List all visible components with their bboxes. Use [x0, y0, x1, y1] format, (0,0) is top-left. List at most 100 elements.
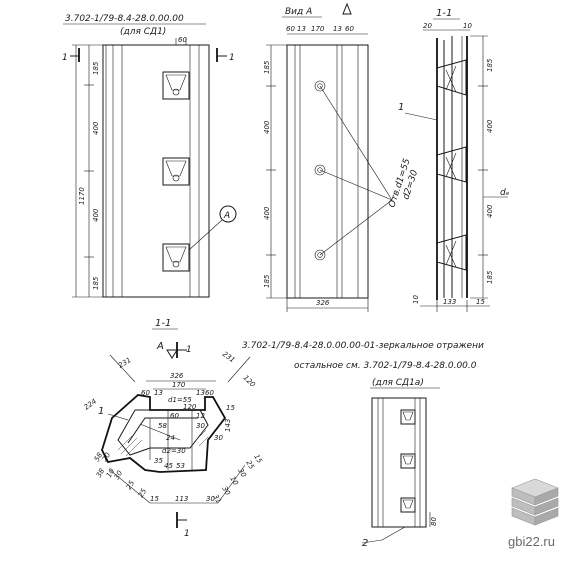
front-dim-60: 60 — [178, 36, 187, 44]
small-callout-2: 2 — [362, 538, 368, 549]
cs-dim-12: 12 — [196, 412, 205, 420]
section-side-title: 1-1 — [436, 8, 452, 19]
front-section-marker-left: 1 — [62, 48, 80, 63]
view-a-dim-185-top: 185 — [263, 60, 271, 74]
cs-dim-top-60b: 60 — [205, 389, 214, 397]
cs-dim-30b: 30 — [214, 434, 223, 442]
view-a: Вид А 60 13 170 13 60 Отв.d1=55 d2=30 — [263, 2, 420, 312]
view-a-dim-400-a: 400 — [263, 120, 271, 134]
small-mirror-view: 80 2 — [361, 397, 438, 549]
cs-mark-top-1: 1 — [186, 345, 192, 355]
view-a-hole-2 — [314, 164, 326, 176]
cs-dim-left-25b: 25 — [137, 487, 149, 499]
front-dim-185-top: 185 — [92, 61, 100, 75]
front-plate-1 — [162, 71, 190, 100]
cs-dim-left-20: 20 — [101, 451, 113, 463]
cs-dim-right-25: 25 — [244, 459, 256, 471]
sec-dim-400-a: 400 — [486, 119, 494, 133]
callout-a-label: A — [223, 211, 230, 221]
cs-dim-35: 35 — [154, 457, 163, 465]
cs-dim-top-60a: 60 — [141, 389, 150, 397]
cs-dim-53: 53 — [176, 462, 185, 470]
cs-dim-d230: d2=30 — [162, 447, 186, 455]
view-a-outline — [286, 44, 369, 299]
cs-callout-1: 1 — [98, 406, 104, 417]
cs-view-a-mark: A — [156, 341, 164, 352]
view-a-dim-top-1: 60 — [286, 25, 295, 33]
cs-dim-231-r: 231 — [221, 350, 237, 364]
cs-dim-d155: d1=55 — [168, 396, 192, 404]
sec-dim-133: 133 — [443, 298, 456, 306]
cs-title: 1-1 — [155, 318, 171, 329]
note-for-mirror: (для СД1а) — [372, 378, 424, 388]
stacked-slabs-logo — [511, 478, 559, 526]
sec-anchor-2 — [436, 146, 467, 183]
view-a-dim-326: 326 — [316, 299, 330, 307]
sec-callout-1: 1 — [398, 102, 404, 113]
front-plate-2 — [162, 157, 190, 186]
cs-dim-right-10: 10 — [228, 475, 240, 487]
cs-dim-120: 120 — [242, 374, 257, 389]
watermark-site: gbi22.ru — [508, 534, 555, 549]
cs-dim-58: 58 — [158, 422, 167, 430]
cs-dim-143: 143 — [224, 419, 232, 432]
front-dim-185-bot: 185 — [92, 276, 100, 290]
note-mirror-code: 3.702-1/79-8.4-28.0.00.00-01-зеркальное … — [242, 341, 484, 351]
cs-dim-left-38: 38 — [95, 467, 107, 479]
sec-dim-20: 20 — [423, 22, 432, 30]
cs-dim-326: 326 — [170, 372, 184, 380]
callout-a-circle — [219, 205, 237, 223]
cs-dim-120b: 120 — [183, 403, 197, 411]
svg-text:1: 1 — [62, 53, 68, 63]
sec-dim-15: 15 — [476, 298, 485, 306]
cs-dim-45: 45 — [164, 462, 173, 470]
sec-dim-185-bot: 185 — [486, 270, 494, 284]
cs-dim-right-30b: 30 — [236, 467, 248, 479]
cross-section-plan: 1-1 A 1 1 231 231 224 120 326 170 60 13 … — [83, 318, 264, 539]
cs-dim-left-30: 30 — [113, 469, 125, 481]
sec-dim-10: 10 — [463, 22, 472, 30]
sec-anchor-3 — [436, 234, 467, 271]
front-plate-3 — [162, 243, 190, 272]
front-dim-1170: 1170 — [78, 187, 86, 205]
cs-dim-right-31: 31 — [211, 493, 222, 505]
view-a-hole-3 — [314, 249, 326, 261]
cs-dim-bot-113: 113 — [175, 495, 188, 503]
front-view: 3.702-1/79-8.4-28.0.00.00 (для СД1) 1 1 … — [62, 14, 237, 298]
cs-dim-top-13b: 13 — [196, 389, 205, 397]
view-a-hole-1 — [314, 80, 326, 92]
cs-dim-15: 15 — [226, 404, 235, 412]
view-a-dim-top-4: 13 — [333, 25, 342, 33]
cs-dim-224: 224 — [83, 397, 99, 411]
cs-outline — [101, 394, 227, 473]
cs-dim-bot-15: 15 — [150, 495, 159, 503]
cs-dim-231-l: 231 — [117, 356, 133, 370]
sec-dim-400-b: 400 — [486, 204, 494, 218]
cs-dim-left-58: 58 — [93, 451, 105, 463]
cs-dim-170: 170 — [172, 381, 186, 389]
view-a-dim-400-b: 400 — [263, 206, 271, 220]
cs-hatch — [117, 429, 209, 457]
view-a-dim-top-2: 13 — [297, 25, 306, 33]
sec-anchor-1 — [436, 59, 467, 96]
cs-dim-left-10: 10 — [105, 467, 117, 479]
cs-mark-bot-1: 1 — [184, 529, 190, 539]
small-dim-80: 80 — [430, 517, 438, 526]
main-drawing-code: 3.702-1/79-8.4-28.0.00.00 — [65, 14, 184, 24]
svg-text:1: 1 — [229, 53, 235, 63]
cs-dim-60: 60 — [170, 412, 179, 420]
front-dim-400-a: 400 — [92, 121, 100, 135]
sec-dim-10b: 10 — [412, 295, 420, 304]
cs-dim-24: 24 — [166, 434, 175, 442]
cs-dim-right-15: 15 — [252, 453, 264, 465]
main-for-label: (для СД1) — [120, 27, 166, 37]
mirror-notes: 3.702-1/79-8.4-28.0.00.00-01-зеркальное … — [242, 341, 484, 389]
view-a-dim-top-5: 60 — [345, 25, 354, 33]
view-a-dim-top-3: 170 — [311, 25, 325, 33]
front-outline — [102, 44, 210, 298]
front-dim-400-b: 400 — [92, 208, 100, 222]
view-a-title: Вид А — [285, 7, 312, 17]
note-rest: остальное см. 3.702-1/79-8.4-28.0.00.0 — [294, 361, 477, 371]
front-section-marker-right: 1 — [216, 48, 235, 63]
